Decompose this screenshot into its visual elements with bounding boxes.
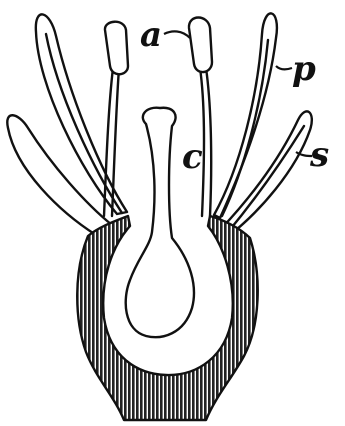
leader-petal xyxy=(276,66,292,69)
label-carpel: c xyxy=(182,137,203,177)
label-petal: p xyxy=(292,49,316,89)
label-anther: a xyxy=(140,15,162,55)
label-sepal: s xyxy=(309,135,329,175)
leader-anther xyxy=(164,31,190,38)
stamen-right-filament-2 xyxy=(206,68,211,216)
anther-right xyxy=(189,18,212,73)
anther-left xyxy=(105,22,128,75)
